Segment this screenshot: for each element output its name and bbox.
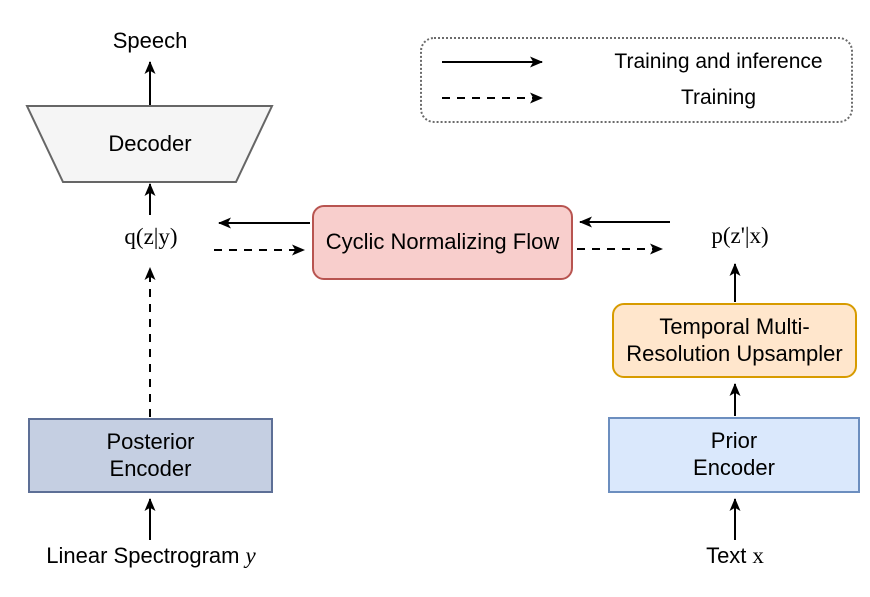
decoder-label: Decoder xyxy=(108,131,192,156)
spectrogram-symbol-y: y xyxy=(245,543,256,568)
legend-box: Training and inference Training xyxy=(420,37,853,123)
posterior-encoder-label-line1: Posterior xyxy=(106,428,195,454)
q-latent-label: q(z|y) xyxy=(124,224,178,249)
cyclic-normalizing-flow-node: Cyclic Normalizing Flow xyxy=(312,205,573,280)
legend-label-training-inference: Training and inference xyxy=(614,50,823,74)
prior-encoder-label-line1: Prior xyxy=(710,428,758,454)
speech-label: Speech xyxy=(112,28,188,53)
prior-encoder-node: Prior Encoder xyxy=(608,417,860,493)
p-latent-label: p(z'|x) xyxy=(711,223,769,248)
dashed-arrow-icon xyxy=(442,92,543,104)
temporal-upsampler-node: Temporal Multi- Resolution Upsampler xyxy=(612,303,857,378)
legend-row-training-inference: Training and inference xyxy=(422,50,851,74)
cyclic-normalizing-flow-label: Cyclic Normalizing Flow xyxy=(325,229,560,255)
temporal-upsampler-label-line2: Resolution Upsampler xyxy=(626,340,843,366)
posterior-encoder-node: Posterior Encoder xyxy=(28,418,273,493)
legend-label-training: Training xyxy=(680,85,757,109)
text-symbol-x: x xyxy=(752,543,764,568)
linear-spectrogram-text: Linear Spectrogram xyxy=(46,543,240,568)
legend-row-training: Training xyxy=(422,86,851,110)
temporal-upsampler-label-line1: Temporal Multi- xyxy=(659,313,810,339)
text-input-text: Text xyxy=(706,543,747,568)
solid-arrow-icon xyxy=(442,56,543,68)
posterior-encoder-label-line2: Encoder xyxy=(109,455,192,481)
prior-encoder-label-line2: Encoder xyxy=(693,455,775,480)
